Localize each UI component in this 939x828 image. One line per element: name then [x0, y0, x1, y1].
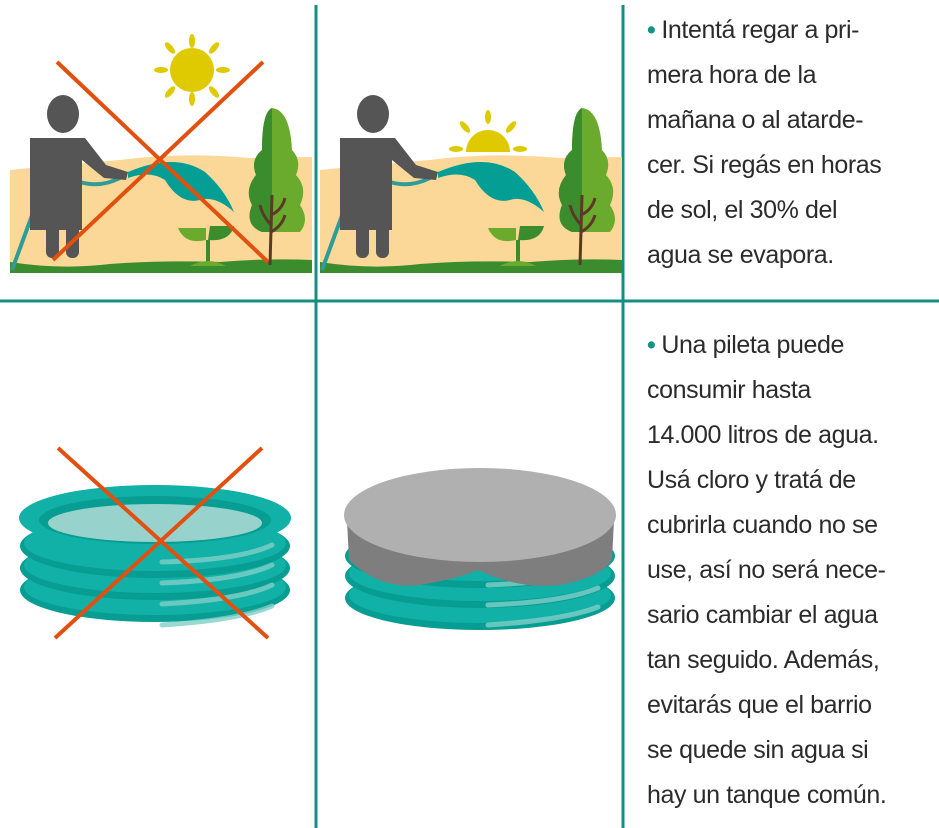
tip-line: cer. Si regás en horas: [647, 151, 882, 179]
watering-sunset-illustration: [318, 93, 624, 275]
cross-mark-icon: [53, 446, 270, 640]
tip-line: use, así no será nece-: [647, 556, 886, 584]
tip-pool-cover: •Una pileta puede consumir hasta 14.000 …: [647, 323, 937, 818]
cross-mark-icon: [51, 60, 270, 264]
covered-pool-illustration: [344, 468, 616, 630]
tip-line: mañana o al atarde-: [647, 106, 864, 134]
bullet-icon: •: [647, 331, 656, 359]
watering-midday-illustration: [8, 34, 314, 275]
tip-line: consumir hasta: [647, 376, 811, 404]
tip-text: Intentá regar a pri-: [661, 16, 860, 44]
person-watering-plants: [8, 93, 314, 275]
tip-line: mera hora de la: [647, 61, 817, 89]
person-watering-plants: [318, 93, 624, 275]
bullet-icon: •: [647, 16, 656, 44]
tip-line: evitarás que el barrio: [647, 691, 872, 719]
tip-watering-time: •Intentá regar a pri- mera hora de la ma…: [647, 8, 937, 278]
uncovered-pool-illustration: [19, 446, 291, 640]
tip-line: Usá cloro y tratá de: [647, 466, 856, 494]
tip-line: sario cambiar el agua: [647, 601, 878, 629]
tip-text: Una pileta puede: [661, 331, 844, 359]
tip-line: tan seguido. Además,: [647, 646, 880, 674]
rising-sun-icon: [449, 110, 527, 152]
tip-line: agua se evapora.: [647, 241, 834, 269]
tip-line: se quede sin agua si: [647, 736, 869, 764]
tip-line: cubrirla cuando no se: [647, 511, 878, 539]
sun-icon: [154, 34, 230, 106]
pool-cover: [344, 468, 616, 586]
tip-line: hay un tanque común.: [647, 781, 887, 809]
tip-line: de sol, el 30% del: [647, 196, 838, 224]
tip-line: •Intentá regar a pri-: [647, 8, 937, 53]
tip-line: 14.000 litros de agua.: [647, 421, 879, 449]
tip-line: •Una pileta puede: [647, 323, 937, 368]
